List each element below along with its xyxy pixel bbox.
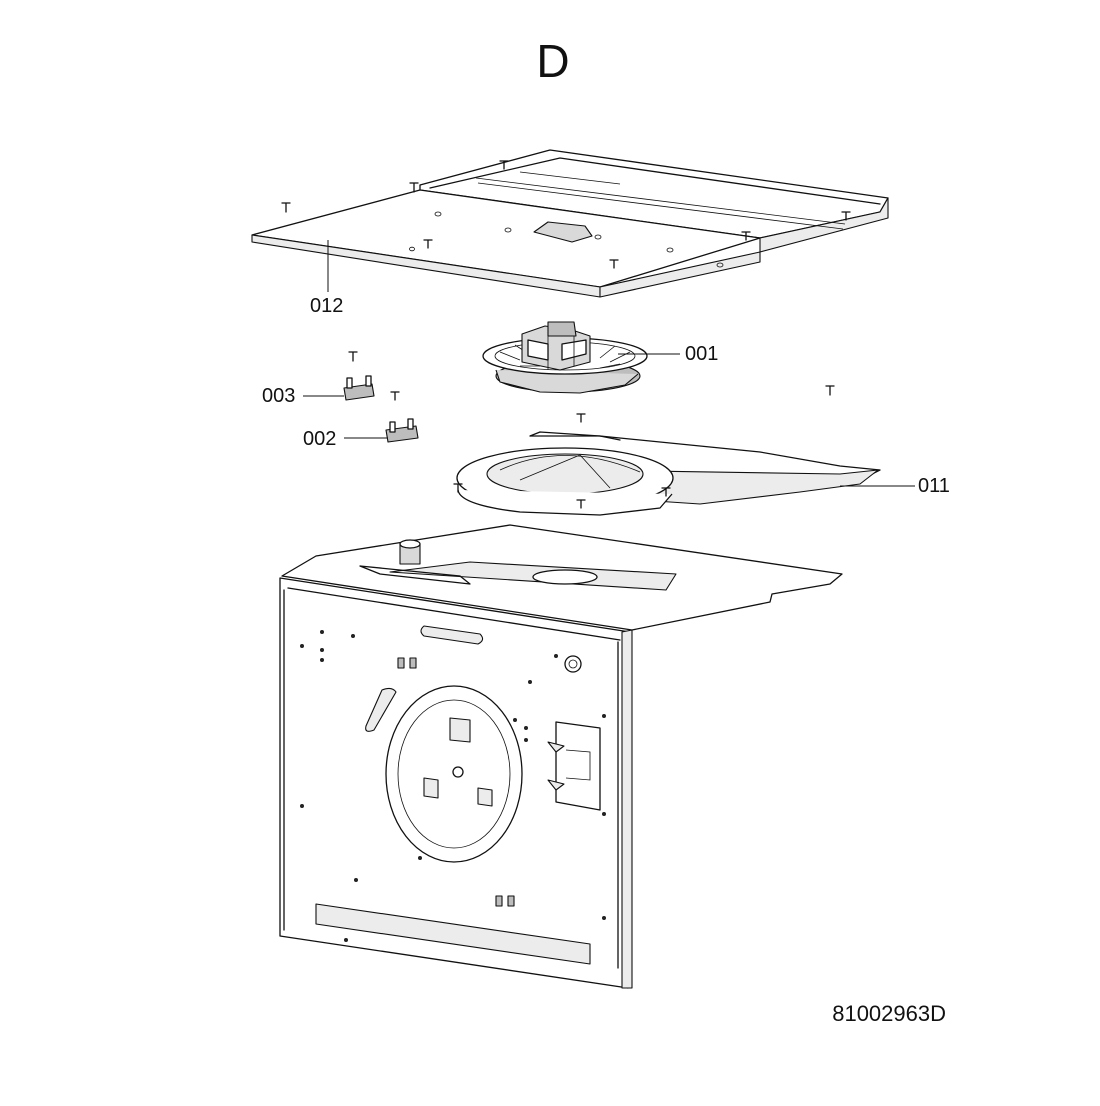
drawing-number: 81002963D [832, 1001, 946, 1026]
top-cover-panel-012[interactable] [251, 149, 889, 298]
svg-text:002: 002 [303, 428, 336, 450]
svg-text:011: 011 [918, 475, 950, 497]
label-001: 001 [618, 343, 718, 365]
label-011: 011 [840, 475, 950, 497]
screw-icon [453, 483, 671, 509]
label-003: 003 [262, 385, 344, 407]
label-002: 002 [303, 428, 388, 450]
svg-text:003: 003 [262, 385, 295, 407]
label-012: 012 [310, 240, 343, 317]
screw-icon [348, 351, 835, 423]
screw-icon [281, 160, 851, 269]
svg-text:012: 012 [310, 295, 343, 317]
clip-002[interactable] [385, 418, 419, 443]
oven-cavity-rear-wall [279, 524, 843, 989]
fan-housing-011[interactable] [453, 431, 881, 516]
fan-motor-001[interactable] [482, 321, 648, 394]
section-letter: D [536, 35, 569, 87]
clip-003[interactable] [343, 375, 375, 401]
svg-text:001: 001 [685, 343, 718, 365]
